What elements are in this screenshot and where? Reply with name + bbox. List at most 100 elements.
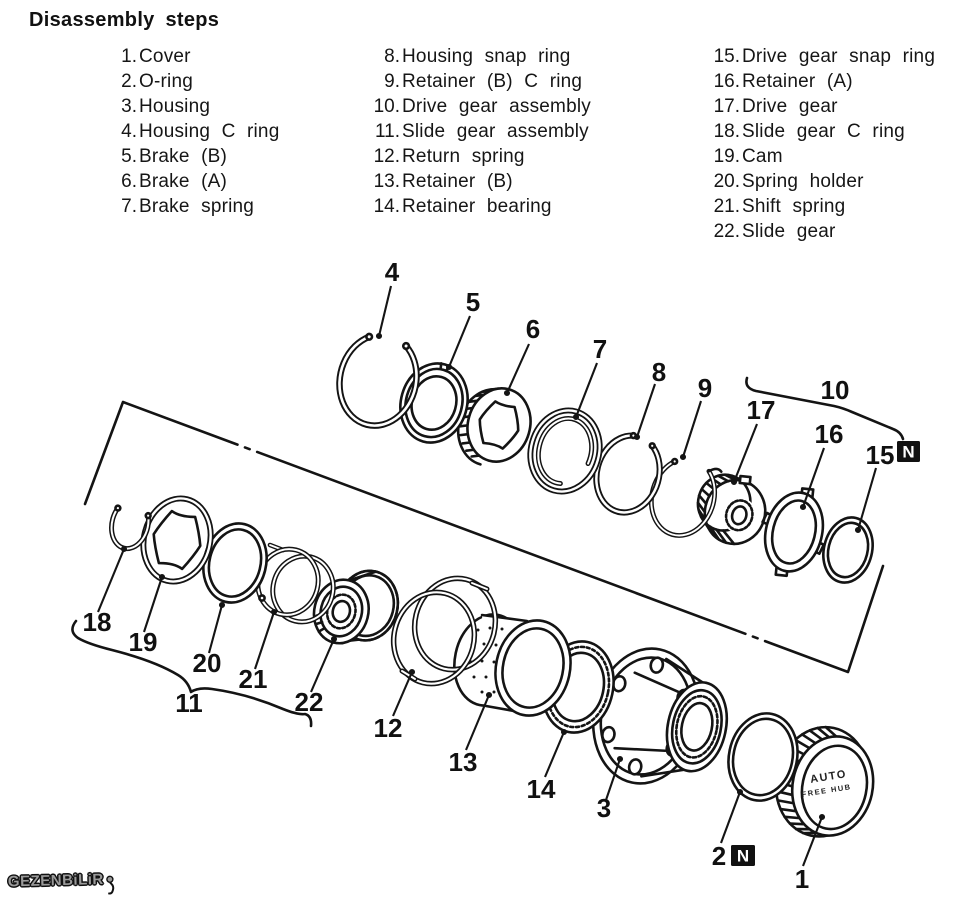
parts-list-item: 19. Cam xyxy=(710,144,935,169)
part-number: 6. xyxy=(121,171,137,192)
leader-dot-5 xyxy=(445,363,453,371)
leader-15 xyxy=(856,467,878,531)
leader-dot-7 xyxy=(572,413,580,421)
parts-list-item: 11. Slide gear assembly xyxy=(370,119,591,144)
leader-18 xyxy=(97,548,125,613)
part-label: Return spring xyxy=(402,146,525,167)
watermark-figure-icon xyxy=(106,875,115,895)
parts-list-item: 12. Return spring xyxy=(370,144,591,169)
part-number: 19. xyxy=(713,146,740,167)
part-label: Drive gear snap ring xyxy=(742,46,936,67)
part-number: 3. xyxy=(121,96,137,117)
callout-6: 6 xyxy=(526,314,540,344)
part-number: 2. xyxy=(121,71,137,92)
svg-text:N: N xyxy=(902,443,914,462)
axis-fold-line xyxy=(83,400,885,674)
parts-list-item: 2. O-ring xyxy=(111,69,279,94)
leader-dot-2 xyxy=(736,788,744,796)
part-drive-gear-snap-ring xyxy=(822,516,874,584)
callout-1: 1 xyxy=(795,864,809,894)
callout-21: 21 xyxy=(239,664,268,694)
callout-5: 5 xyxy=(466,287,480,317)
group-bracket-10 xyxy=(745,376,905,441)
leader-21 xyxy=(254,611,275,670)
callout-17: 17 xyxy=(747,395,776,425)
leader-13 xyxy=(465,694,490,751)
leader-dot-16 xyxy=(799,503,807,511)
part-number: 18. xyxy=(713,121,740,142)
part-label: Slide gear C ring xyxy=(742,121,905,142)
callout-13: 13 xyxy=(449,747,478,777)
parts-list-item: 17. Drive gear xyxy=(710,94,935,119)
part-label: Slide gear assembly xyxy=(402,121,589,142)
part-label: Housing xyxy=(139,96,211,117)
parts-list-item: 18. Slide gear C ring xyxy=(710,119,935,144)
leader-dot-3 xyxy=(616,755,624,763)
part-number: 4. xyxy=(121,121,137,142)
callout-12: 12 xyxy=(374,713,403,743)
parts-list-item: 13. Retainer (B) xyxy=(370,169,591,194)
leader-3 xyxy=(605,758,621,801)
part-slide-gear xyxy=(312,569,400,645)
part-brake-a xyxy=(457,387,532,466)
part-label: Cover xyxy=(139,46,191,67)
part-label: Brake spring xyxy=(139,196,255,217)
watermark-text: GEZENBiLiR xyxy=(7,870,104,891)
callout-20: 20 xyxy=(193,648,222,678)
parts-list-item: 6. Brake (A) xyxy=(111,169,279,194)
callout-2: 2 xyxy=(712,841,726,871)
part-number: 9. xyxy=(384,71,400,92)
part-brake-b xyxy=(399,362,469,444)
part-number: 14. xyxy=(373,196,400,217)
leader-14 xyxy=(544,731,565,778)
leader-22 xyxy=(310,638,335,693)
callout-16: 16 xyxy=(815,419,844,449)
part-number: 22. xyxy=(713,221,740,242)
part-cover xyxy=(774,725,875,838)
part-number: 8. xyxy=(384,46,400,67)
watermark: GEZENBiLiR xyxy=(8,871,118,898)
parts-list-item: 20. Spring holder xyxy=(710,169,935,194)
part-number: 15. xyxy=(713,46,740,67)
callout-22: 22 xyxy=(295,687,324,717)
part-label: Spring holder xyxy=(742,171,864,192)
cover-brand-line1: AUTO xyxy=(809,768,847,786)
callout-18: 18 xyxy=(83,607,112,637)
leader-dot-20 xyxy=(218,601,226,609)
parts-list-item: 14. Retainer bearing xyxy=(370,194,591,219)
leader-dot-18 xyxy=(120,545,128,553)
leader-dot-8 xyxy=(633,433,641,441)
part-label: Retainer (B) xyxy=(402,171,513,192)
callout-19: 19 xyxy=(129,627,158,657)
part-label: Housing snap ring xyxy=(402,46,571,67)
callout-4: 4 xyxy=(385,257,400,287)
parts-list-item: 22. Slide gear xyxy=(710,219,935,244)
leader-19 xyxy=(143,576,163,633)
leader-dot-17 xyxy=(730,478,738,486)
part-label: Retainer (B) C ring xyxy=(402,71,583,92)
leader-7 xyxy=(575,362,598,418)
part-label: Retainer bearing xyxy=(402,196,552,217)
part-label: O-ring xyxy=(139,71,193,92)
part-return-spring xyxy=(390,575,499,687)
part-label: Retainer (A) xyxy=(742,71,853,92)
leader-dot-15 xyxy=(854,526,862,534)
leader-6 xyxy=(506,343,530,394)
part-number: 16. xyxy=(713,71,740,92)
callout-3: 3 xyxy=(597,793,611,823)
part-number: 10. xyxy=(373,96,400,117)
leader-8 xyxy=(636,383,656,438)
leader-dot-1 xyxy=(818,813,826,821)
part-label: Shift spring xyxy=(742,196,846,217)
parts-list-column-1: 1. Cover 2. O-ring 3. Housing 4. Housing… xyxy=(111,44,279,219)
leader-1 xyxy=(802,816,823,867)
part-label: Brake (B) xyxy=(139,146,228,167)
parts-list-item: 1. Cover xyxy=(111,44,279,69)
part-number: 13. xyxy=(373,171,400,192)
part-number: 20. xyxy=(713,171,740,192)
parts-list-item: 8. Housing snap ring xyxy=(370,44,591,69)
leader-dot-4 xyxy=(375,332,383,340)
group-brace-11 xyxy=(71,619,313,728)
callout-10: 10 xyxy=(821,375,850,405)
